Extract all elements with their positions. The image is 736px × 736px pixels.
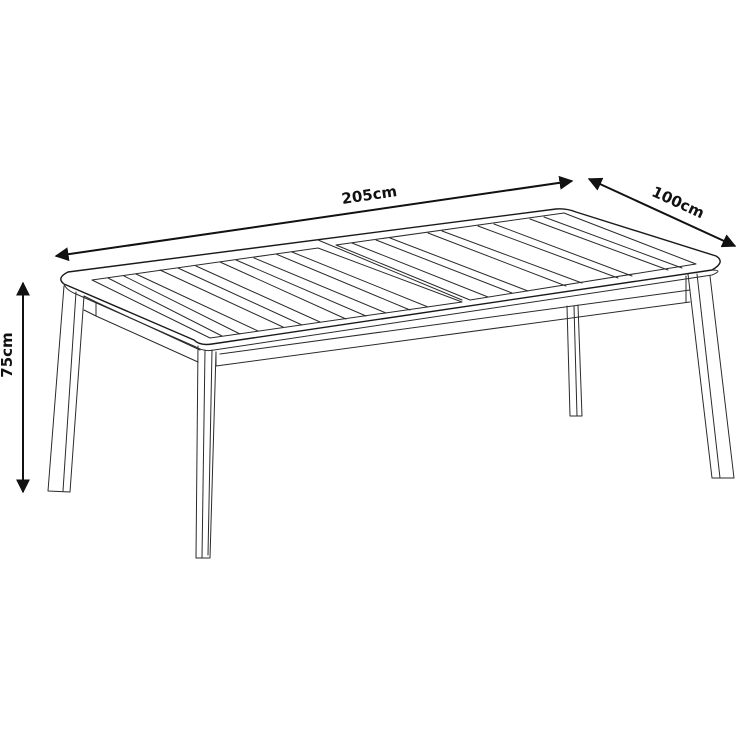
dimension-depth: 100cm (587, 177, 736, 248)
table-top (60, 208, 721, 352)
length-label: 205cm (340, 182, 398, 208)
leg-front-left (195, 345, 217, 559)
dimension-height: 75cm (0, 281, 31, 494)
leg-back-left (47, 285, 85, 493)
height-label: 75cm (0, 332, 16, 377)
leg-back-right (566, 304, 583, 417)
slats-left (107, 251, 429, 337)
depth-label: 100cm (649, 183, 707, 223)
dimension-length: 205cm (54, 175, 574, 262)
leg-front-right (687, 273, 735, 479)
